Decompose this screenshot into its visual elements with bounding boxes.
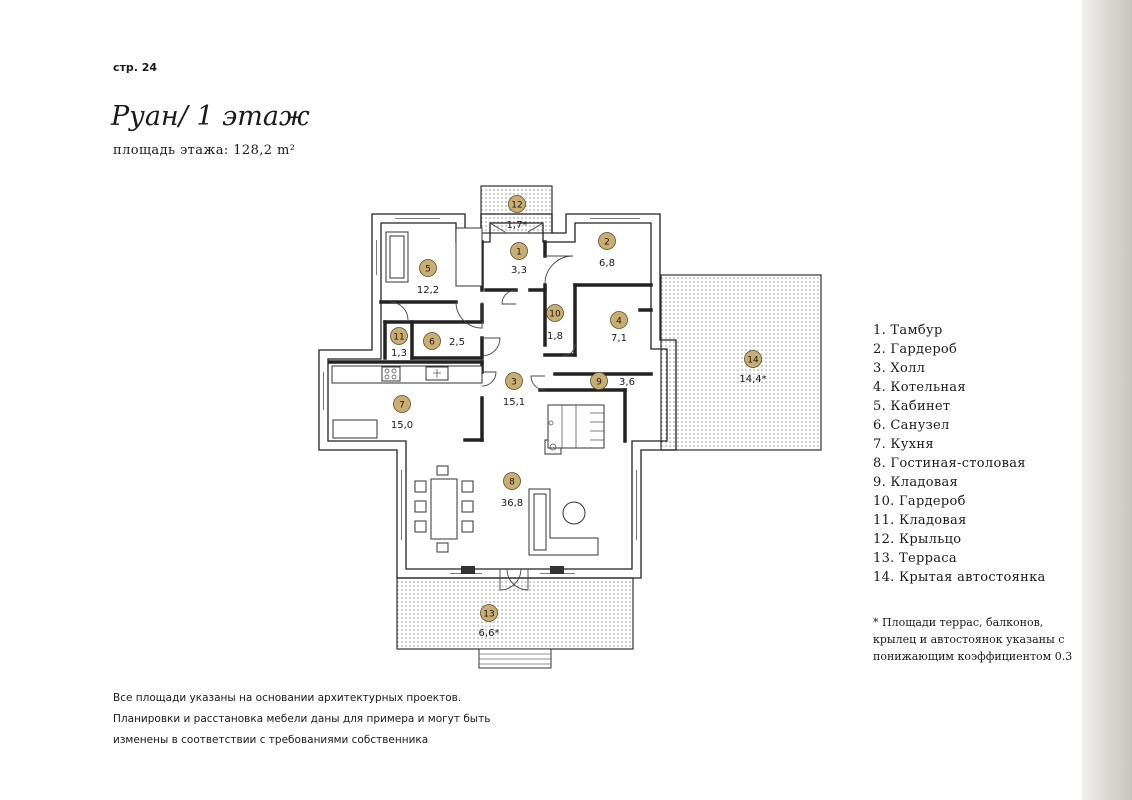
- legend-item: 7. Кухня: [873, 437, 934, 452]
- room-number-14: 14: [747, 356, 759, 366]
- legend-item: 8. Гостиная-столовая: [873, 456, 1026, 471]
- disclaimer-line: Все площади указаны на основании архитек…: [113, 692, 462, 704]
- footnote-line: * Площади террас, балконов,: [873, 616, 1044, 629]
- room-number-5: 5: [425, 265, 431, 275]
- room-number-8: 8: [509, 478, 515, 488]
- legend-item: 2. Гардероб: [873, 342, 958, 357]
- room-number-7: 7: [399, 401, 405, 411]
- coffee-table: [562, 501, 586, 525]
- room-badge-6: [423, 332, 441, 350]
- fixture-details: [384, 368, 604, 451]
- legend-item: 12. Крыльцо: [873, 532, 962, 547]
- room-area-13: 6,6*: [479, 628, 500, 639]
- footnote-line: понижающим коэффициентом 0.3: [873, 650, 1073, 663]
- room-badge-2: [598, 232, 616, 250]
- carport-area: [660, 274, 822, 451]
- room-area-8: 36,8: [501, 498, 523, 509]
- page-number: стр. 24: [113, 61, 158, 74]
- room-area-4: 7,1: [611, 333, 627, 344]
- terrace-steps: [478, 648, 552, 669]
- room-number-12: 12: [511, 201, 522, 211]
- legend-item: 3. Холл: [873, 361, 926, 376]
- room-area-2: 6,8: [599, 258, 615, 269]
- room-badge-4: [610, 311, 628, 329]
- legend-item: 9. Кладовая: [873, 475, 959, 490]
- legend-item: 14. Крытая автостоянка: [873, 570, 1046, 585]
- porch-door-leaves: [489, 222, 544, 233]
- room-number-6: 6: [429, 338, 435, 348]
- disclaimer-line: изменены в соответствии с требованиями с…: [113, 734, 429, 746]
- legend-item: 5. Кабинет: [873, 399, 951, 414]
- room-number-4: 4: [616, 317, 622, 327]
- room-badge-3: [505, 372, 523, 390]
- page-title: Руан/ 1 этаж: [111, 101, 310, 132]
- kitchen-counter: [331, 365, 483, 384]
- legend-item: 4. Котельная: [873, 380, 966, 395]
- footnote-line: крылец и автостоянок указаны с: [873, 633, 1065, 646]
- room-area-1: 3,3: [511, 265, 527, 276]
- room-badge-11: [390, 327, 408, 345]
- room-legend: 1. Тамбур 2. Гардероб 3. Холл 4. Котельн…: [873, 321, 1046, 587]
- disclaimer-line: Планировки и расстановка мебели даны для…: [113, 713, 491, 725]
- terrace-area: [396, 577, 634, 650]
- room-area-7: 15,0: [391, 420, 413, 431]
- legend-item: 1. Тамбур: [873, 323, 943, 338]
- terrace-step-lines: [479, 653, 551, 665]
- legend-item: 13. Терраса: [873, 551, 957, 566]
- room-badge-13: [480, 604, 498, 622]
- room-number-9: 9: [596, 378, 602, 388]
- room-area-5: 12,2: [417, 285, 439, 296]
- exterior-walls: [318, 213, 677, 579]
- room-badge-9: [590, 372, 608, 390]
- room-number-13: 13: [483, 610, 494, 620]
- room-labels: 1 3,3 2 6,8 3 15,1 4 7,1 5 12,2 6 2,5 7 15,0 8 36,8 9 3,6…: [390, 195, 767, 639]
- room-area-12: 1,7*: [507, 220, 528, 231]
- legend-item: 6. Санузел: [873, 418, 950, 433]
- room-badge-1: [510, 242, 528, 260]
- room-area-3: 15,1: [503, 397, 525, 408]
- room-badge-5: [419, 259, 437, 277]
- room-number-3: 3: [511, 378, 517, 388]
- room-area-11: 1,3: [391, 348, 407, 359]
- room-badge-7: [393, 395, 411, 413]
- stove: [381, 366, 401, 382]
- kitchen-island: [332, 419, 378, 439]
- room-number-11: 11: [393, 333, 404, 343]
- room-number-2: 2: [604, 238, 610, 248]
- legend-item: 10. Гардероб: [873, 494, 966, 509]
- room-badge-10: [546, 304, 564, 322]
- floor-area-subtitle: площадь этажа: 128,2 m²: [113, 143, 296, 158]
- door-swings: [389, 255, 576, 591]
- book-spine-shadow: [1082, 0, 1132, 800]
- window-posts: [461, 566, 564, 574]
- room-area-14: 14,4*: [739, 374, 766, 385]
- office-cabinet: [455, 227, 483, 287]
- room-badge-14: [744, 350, 762, 368]
- room-badge-8: [503, 472, 521, 490]
- room-number-1: 1: [516, 248, 522, 258]
- room-area-6: 2,5: [449, 337, 465, 348]
- area-coefficient-footnote: * Площади террас, балконов, крылец и авт…: [873, 614, 1073, 665]
- dining-table: [430, 478, 458, 540]
- disclaimer-note: Все площади указаны на основании архитек…: [113, 688, 490, 751]
- room-area-9: 3,6: [619, 377, 635, 388]
- legend-item: 11. Кладовая: [873, 513, 967, 528]
- room-area-10: 1,8: [547, 331, 563, 342]
- interior-walls: [328, 240, 653, 443]
- room-number-10: 10: [549, 310, 561, 320]
- room-badge-12: [508, 195, 526, 213]
